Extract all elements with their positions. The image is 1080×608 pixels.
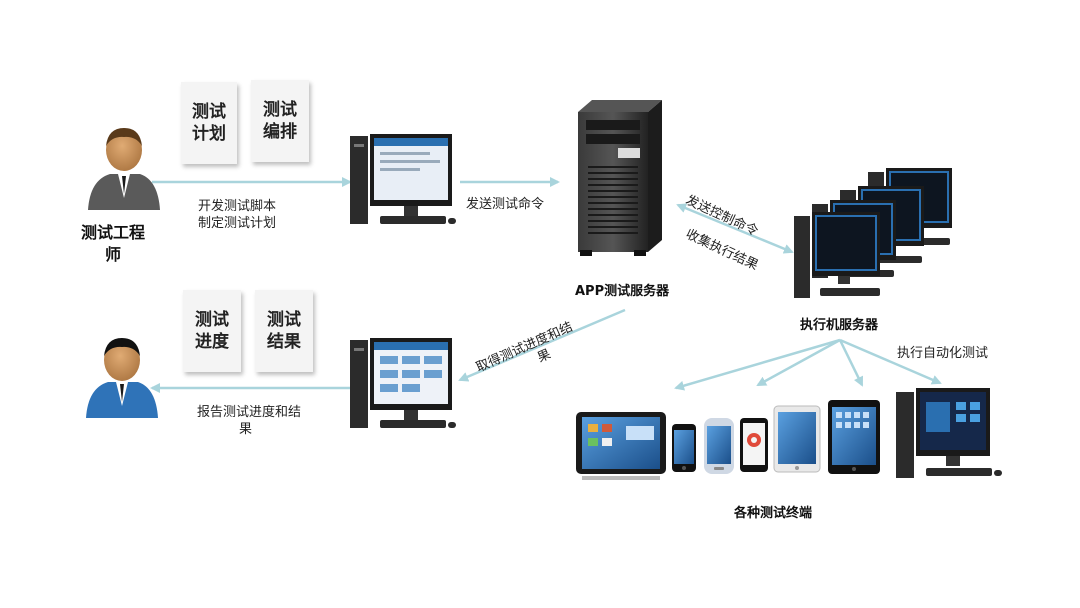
paper-text: 测试 (195, 310, 229, 330)
phone-icon (740, 418, 768, 472)
arrow-exec-to-ipad (838, 339, 864, 387)
tablet-icon (828, 400, 880, 474)
arrow-server-to-pc2 (458, 308, 626, 382)
paper-text: 编排 (263, 122, 297, 142)
label-exec-server: 执行机服务器 (800, 318, 879, 333)
terminals-group (576, 388, 1002, 480)
phone-icon (672, 424, 696, 472)
paper-text: 测试 (267, 310, 301, 330)
label-engineer: 测试工程师 (80, 223, 145, 264)
paper-text: 测试 (263, 100, 297, 120)
desktop-pc-icon (794, 212, 880, 298)
flow-arrows (150, 177, 942, 393)
label-make-plan: 制定测试计划 (198, 216, 277, 231)
arrow-exec-to-phones (756, 338, 841, 387)
label-auto-test: 执行自动化测试 (897, 346, 989, 361)
paper-text: 计划 (192, 124, 226, 144)
label-dev-script: 开发测试脚本 (198, 199, 277, 214)
server-tower-icon (578, 100, 662, 256)
paper-test-plan: 测试计划 (181, 82, 237, 164)
desktop-pc-icon (350, 134, 456, 224)
paper-test-progress: 测试进度 (183, 290, 241, 372)
exec-server-group (794, 168, 952, 298)
arrow-server-exec-both (676, 203, 794, 254)
paper-text: 测试 (192, 102, 226, 122)
phone-icon (704, 418, 734, 474)
paper-test-schedule: 测试编排 (251, 80, 309, 162)
arrow-exec-to-pc3 (839, 338, 942, 385)
desktop-pc-icon (896, 388, 1002, 478)
label-send-cmd: 发送测试命令 (466, 197, 545, 212)
person-engineer-icon (88, 128, 160, 210)
paper-text: 结果 (267, 332, 301, 352)
paper-test-result: 测试结果 (255, 290, 313, 372)
label-report-line2: 果 (239, 422, 253, 437)
paper-text: 进度 (195, 332, 229, 352)
desktop-pc-icon (350, 338, 456, 428)
arrow-exec-to-tablet (674, 338, 841, 391)
label-report-line1: 报告测试进度和结 (197, 405, 302, 420)
person-manager-icon (86, 338, 158, 418)
label-app-server: APP测试服务器 (575, 284, 670, 299)
label-report: 报告测试进度和结 果 (197, 404, 301, 438)
tablet-icon (576, 412, 666, 480)
label-terminals: 各种测试终端 (734, 506, 813, 521)
tablet-icon (773, 405, 821, 473)
